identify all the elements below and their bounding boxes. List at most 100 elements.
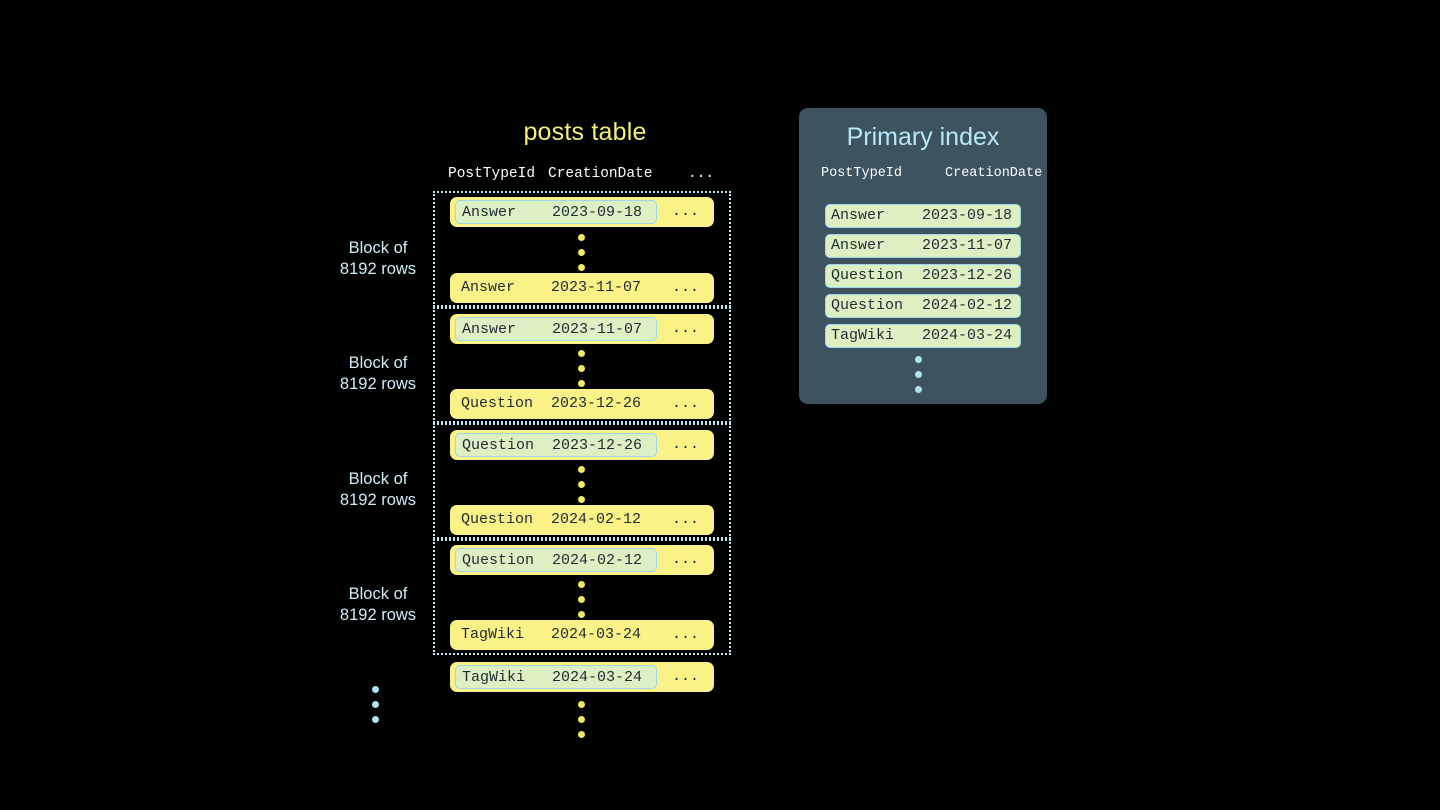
- dot: [578, 380, 585, 387]
- cell-posttypeid: Answer: [462, 204, 517, 221]
- dot: [915, 386, 922, 393]
- cell-posttypeid: Answer: [461, 279, 516, 296]
- dot: [578, 581, 585, 588]
- cell-creationdate: 2023-09-18: [922, 207, 1013, 224]
- block-1-label-line1: Block of: [348, 239, 408, 257]
- row-highlight-pill: TagWiki 2024-03-24: [455, 665, 657, 689]
- cell-creationdate: 2023-12-26: [551, 395, 642, 412]
- cell-creationdate: 2023-11-07: [552, 321, 643, 338]
- dot: [578, 264, 585, 271]
- index-row: Question 2024-02-12: [825, 294, 1021, 318]
- row-gap-dots: [578, 581, 586, 626]
- index-column-header-posttypeid: PostTypeId: [821, 166, 903, 181]
- dot: [578, 466, 585, 473]
- dot: [578, 481, 585, 488]
- row-gap-dots: [578, 234, 586, 279]
- row-gap-dots: [578, 350, 586, 395]
- index-row: Question 2023-12-26: [825, 264, 1021, 288]
- block-4-label: Block of 8192 rows: [330, 584, 426, 626]
- posts-table-diagram: posts table PostTypeId CreationDate ... …: [330, 118, 740, 738]
- cell-posttypeid: Question: [461, 511, 534, 528]
- cell-posttypeid: TagWiki: [461, 626, 525, 643]
- cell-creationdate: 2023-12-26: [552, 437, 643, 454]
- index-column-header-creationdate: CreationDate: [945, 166, 1043, 181]
- dot: [578, 350, 585, 357]
- row-highlight-pill: Question 2024-02-12: [455, 548, 657, 572]
- cell-ellipsis: ...: [672, 436, 700, 453]
- table-row: Answer 2023-11-07 ...: [450, 273, 714, 303]
- cell-ellipsis: ...: [672, 551, 700, 568]
- row-cells: Answer 2023-11-07: [455, 276, 657, 300]
- block-3-label: Block of 8192 rows: [330, 469, 426, 511]
- index-row: Answer 2023-11-07: [825, 234, 1021, 258]
- cell-ellipsis: ...: [672, 203, 700, 220]
- posts-table-column-headers: PostTypeId CreationDate ...: [448, 166, 730, 184]
- primary-index-column-headers: PostTypeId CreationDate: [821, 166, 1042, 184]
- row-cells: TagWiki 2024-03-24: [455, 623, 657, 647]
- table-row: Answer 2023-09-18 ...: [450, 197, 714, 227]
- index-continuation-dots: [915, 356, 923, 401]
- block-3-label-line1: Block of: [348, 470, 408, 488]
- dot: [372, 716, 379, 723]
- table-continuation-dots: [578, 701, 586, 746]
- block-4-label-line1: Block of: [348, 585, 408, 603]
- primary-index-title: Primary index: [846, 123, 1000, 151]
- cell-ellipsis: ...: [672, 395, 700, 412]
- dot: [915, 356, 922, 363]
- column-header-creationdate: CreationDate: [548, 166, 653, 182]
- block-continuation-dots: [372, 686, 380, 731]
- cell-creationdate: 2024-02-12: [552, 552, 643, 569]
- dot: [578, 249, 585, 256]
- block-3: [433, 423, 731, 539]
- dot: [578, 234, 585, 241]
- cell-posttypeid: Question: [461, 395, 534, 412]
- column-header-ellipsis: ...: [688, 166, 715, 182]
- primary-index-panel: Primary index PostTypeId CreationDate An…: [799, 108, 1047, 404]
- cell-posttypeid: TagWiki: [831, 327, 895, 344]
- block-2: [433, 307, 731, 423]
- cell-posttypeid: Answer: [462, 321, 517, 338]
- block-3-label-line2: 8192 rows: [339, 491, 417, 509]
- index-row: Answer 2023-09-18: [825, 204, 1021, 228]
- cell-creationdate: 2024-03-24: [551, 626, 642, 643]
- block-4-label-line2: 8192 rows: [339, 606, 417, 624]
- row-cells: Question 2024-02-12: [455, 508, 657, 532]
- block-1-label-line2: 8192 rows: [339, 260, 417, 278]
- dot: [372, 701, 379, 708]
- cell-ellipsis: ...: [672, 511, 700, 528]
- block-4: [433, 539, 731, 655]
- dot: [915, 371, 922, 378]
- block-1: [433, 191, 731, 307]
- dot: [578, 731, 585, 738]
- cell-posttypeid: Question: [462, 437, 535, 454]
- cell-ellipsis: ...: [672, 626, 700, 643]
- cell-creationdate: 2024-03-24: [552, 669, 643, 686]
- dot: [372, 686, 379, 693]
- table-row: TagWiki 2024-03-24 ...: [450, 620, 714, 650]
- row-highlight-pill: Question 2023-12-26: [455, 433, 657, 457]
- table-row: Answer 2023-11-07 ...: [450, 314, 714, 344]
- cell-ellipsis: ...: [672, 279, 700, 296]
- dot: [578, 496, 585, 503]
- cell-posttypeid: Question: [462, 552, 535, 569]
- cell-posttypeid: Question: [831, 267, 904, 284]
- dot: [578, 716, 585, 723]
- block-2-label: Block of 8192 rows: [330, 353, 426, 395]
- table-row: TagWiki 2024-03-24 ...: [450, 662, 714, 692]
- row-highlight-pill: Answer 2023-11-07: [455, 317, 657, 341]
- row-highlight-pill: Answer 2023-09-18: [455, 200, 657, 224]
- cell-creationdate: 2024-02-12: [922, 297, 1013, 314]
- dot: [578, 701, 585, 708]
- posts-table-title: posts table: [523, 118, 647, 146]
- cell-creationdate: 2023-09-18: [552, 204, 643, 221]
- cell-posttypeid: TagWiki: [462, 669, 526, 686]
- row-cells: Question 2023-12-26: [455, 392, 657, 416]
- block-2-label-line1: Block of: [348, 354, 408, 372]
- row-gap-dots: [578, 466, 586, 511]
- column-header-posttypeid: PostTypeId: [448, 166, 536, 182]
- index-row: TagWiki 2024-03-24: [825, 324, 1021, 348]
- cell-creationdate: 2023-11-07: [551, 279, 642, 296]
- dot: [578, 611, 585, 618]
- table-row: Question 2024-02-12 ...: [450, 545, 714, 575]
- cell-creationdate: 2024-02-12: [551, 511, 642, 528]
